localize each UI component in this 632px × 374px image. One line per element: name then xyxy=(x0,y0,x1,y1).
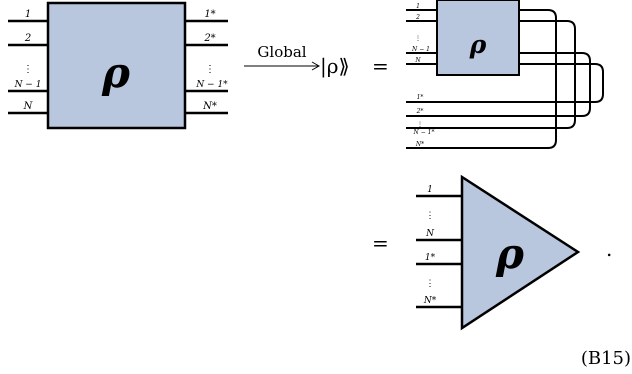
left-output-label-2: 2* xyxy=(203,33,215,44)
middle-output-label-n: N* xyxy=(415,141,424,148)
trailing-period: . xyxy=(606,237,612,261)
middle-tensor: ρ 1 2 ⋮ N − 1 N 1* 2* ⋮ N − 1* N* xyxy=(406,0,604,149)
global-arrow: Global xyxy=(244,43,321,71)
middle-output-label-2: 2* xyxy=(416,108,424,115)
middle-output-vdots: ⋮ xyxy=(417,121,423,128)
arrow-head xyxy=(311,61,321,71)
vectorized-rho: |ρ⟫ xyxy=(320,54,350,79)
triangle-vdots-2: ⋮ xyxy=(426,279,435,289)
arrow-label: Global xyxy=(257,43,306,61)
left-output-label-n-1: N − 1* xyxy=(195,80,228,90)
loop-wire-4 xyxy=(406,63,604,103)
left-output-label-1: 1* xyxy=(204,9,215,20)
middle-input-label-2: 2 xyxy=(415,14,420,21)
middle-output-label-1: 1* xyxy=(417,94,424,101)
left-input-label-2: 2 xyxy=(24,33,31,44)
triangle-label-n: N xyxy=(425,229,435,239)
triangle-label-n-star: N* xyxy=(423,296,437,306)
middle-input-label-1: 1 xyxy=(416,3,420,10)
middle-tensor-box xyxy=(436,0,520,76)
triangle-label-1-star: 1* xyxy=(425,253,436,263)
middle-input-label-n-1: N − 1 xyxy=(411,46,430,53)
triangle-tensor-shape xyxy=(460,174,581,331)
loop-wire-2 xyxy=(406,20,576,129)
middle-output-label-n-1: N − 1* xyxy=(413,129,435,136)
left-output-vdots: ⋮ xyxy=(205,64,215,75)
left-tensor-symbol: ρ xyxy=(101,48,131,97)
left-output-label-n: N* xyxy=(202,101,217,112)
triangle-tensor: ρ 1 ⋮ N 1* ⋮ N* xyxy=(416,174,581,331)
equation-number: (B15) xyxy=(581,348,631,369)
left-input-label-n-1: N − 1 xyxy=(14,80,42,90)
equals-sign-2: = xyxy=(372,231,389,255)
loop-wire-3 xyxy=(406,52,591,117)
triangle-label-1: 1 xyxy=(427,185,433,195)
middle-tensor-symbol: ρ xyxy=(469,30,487,59)
left-tensor: ρ 1 2 ⋮ N − 1 N 1* 2* ⋮ N − 1* N* xyxy=(8,1,228,130)
left-input-label-1: 1 xyxy=(25,9,31,20)
left-tensor-box xyxy=(46,1,187,130)
loop-wire-1 xyxy=(406,9,557,149)
triangle-vdots-1: ⋮ xyxy=(426,211,435,221)
middle-input-label-n: N xyxy=(414,57,421,64)
left-input-label-n: N xyxy=(23,101,34,112)
equals-sign-1: = xyxy=(372,54,389,78)
middle-input-vdots: ⋮ xyxy=(415,35,421,42)
left-input-vdots: ⋮ xyxy=(23,64,33,75)
triangle-tensor-symbol: ρ xyxy=(495,229,525,278)
